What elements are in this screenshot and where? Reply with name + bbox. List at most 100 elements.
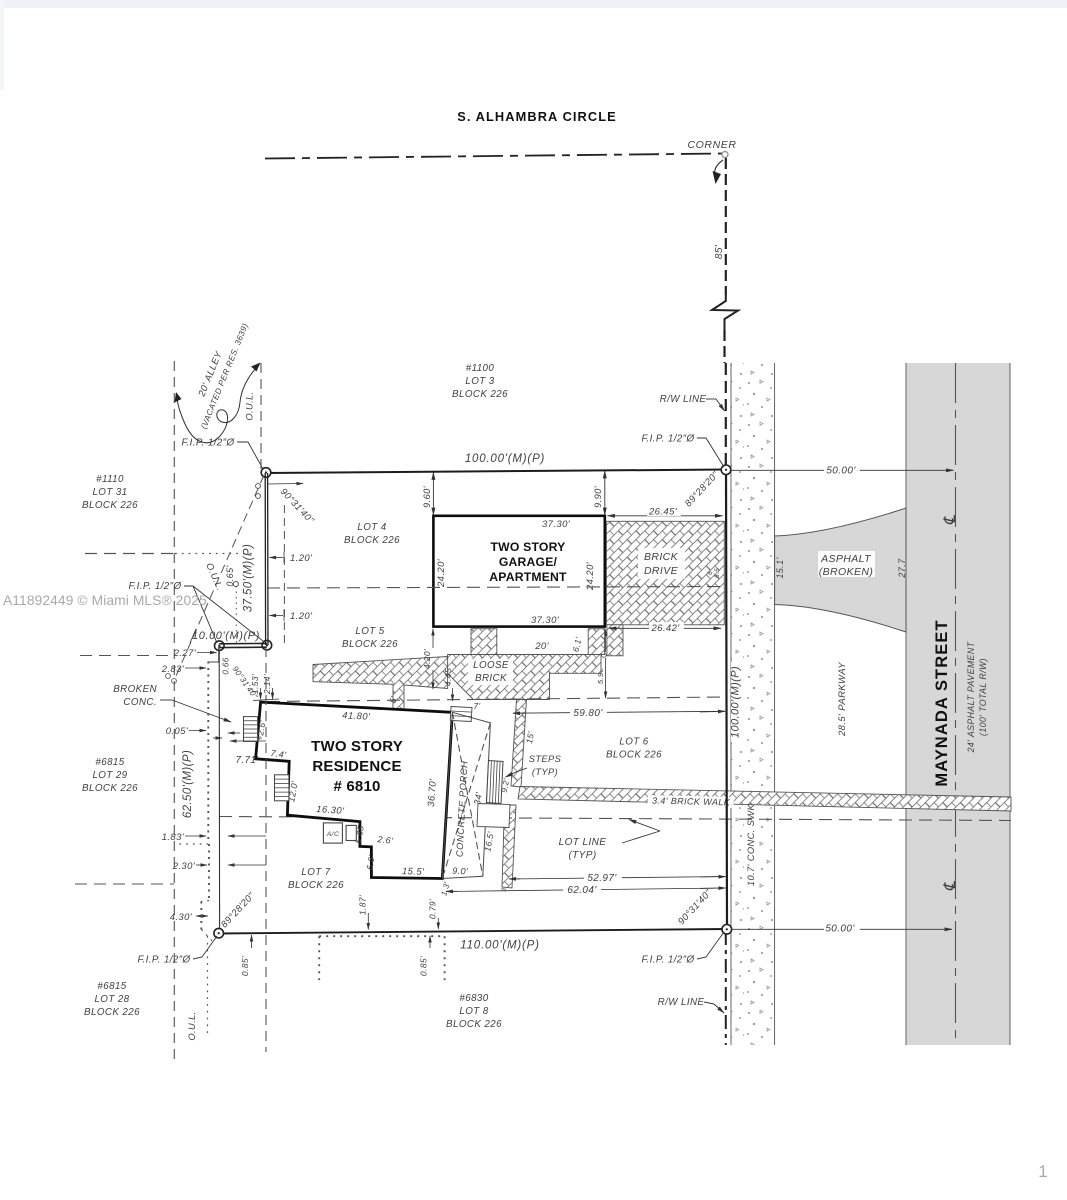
svg-text:LOT 8: LOT 8 [459, 1006, 488, 1017]
svg-text:36.70': 36.70' [426, 778, 439, 807]
svg-text:15': 15' [524, 731, 536, 745]
svg-text:BRICK: BRICK [475, 673, 507, 684]
svg-text:62.04': 62.04' [567, 885, 597, 896]
svg-text:85': 85' [714, 244, 725, 259]
svg-text:LOT LINE: LOT LINE [559, 837, 607, 848]
svg-text:CONC.: CONC. [123, 697, 157, 708]
svg-text:℄: ℄ [942, 880, 959, 891]
svg-text:59.80': 59.80' [573, 708, 603, 719]
svg-text:S. ALHAMBRA CIRCLE: S. ALHAMBRA CIRCLE [457, 109, 617, 124]
svg-text:TWO STORY: TWO STORY [491, 540, 566, 554]
svg-text:BLOCK 226: BLOCK 226 [288, 880, 344, 891]
svg-text:BLOCK 226: BLOCK 226 [446, 1019, 502, 1030]
svg-text:O.U.L.: O.U.L. [245, 391, 255, 420]
svg-text:20': 20' [534, 641, 549, 652]
svg-text:A/C: A/C [326, 831, 340, 838]
svg-text:BLOCK 226: BLOCK 226 [82, 783, 138, 794]
svg-text:24' ASPHALT PAVEMENT: 24' ASPHALT PAVEMENT [966, 641, 976, 753]
svg-text:9.90': 9.90' [593, 485, 603, 508]
svg-text:37.50'(M)(P): 37.50'(M)(P) [243, 544, 255, 612]
svg-text:10.7' CONC. SWK: 10.7' CONC. SWK [746, 804, 756, 887]
svg-text:52.97': 52.97' [587, 873, 617, 884]
svg-text:LOT 29: LOT 29 [92, 770, 127, 781]
svg-text:1.87': 1.87' [358, 895, 368, 915]
svg-text:0.85': 0.85' [240, 956, 250, 976]
svg-text:0.66: 0.66 [222, 657, 231, 674]
svg-text:6.6': 6.6' [364, 854, 376, 871]
svg-text:26.45': 26.45' [648, 507, 678, 518]
svg-text:(BROKEN): (BROKEN) [819, 566, 874, 578]
svg-text:9.0': 9.0' [452, 866, 468, 877]
svg-text:BLOCK 226: BLOCK 226 [606, 750, 662, 761]
svg-text:(TYP): (TYP) [568, 850, 596, 861]
svg-text:BROKEN: BROKEN [113, 684, 157, 695]
svg-text:R/W LINE: R/W LINE [658, 997, 705, 1008]
svg-text:F.I.P. 1/2"Ø: F.I.P. 1/2"Ø [641, 434, 695, 445]
svg-text:0.05': 0.05' [166, 726, 189, 737]
svg-text:TWO STORY: TWO STORY [311, 738, 403, 755]
svg-text:41.80': 41.80' [342, 710, 371, 722]
svg-text:# 6810: # 6810 [333, 778, 380, 795]
svg-text:BLOCK 226: BLOCK 226 [82, 500, 138, 511]
svg-text:10.00'(M)(P): 10.00'(M)(P) [192, 630, 260, 642]
svg-text:4.45: 4.45 [443, 668, 453, 686]
svg-text:1.53': 1.53' [250, 674, 260, 694]
svg-text:1.20': 1.20' [290, 553, 313, 564]
svg-text:7.4': 7.4' [270, 748, 287, 760]
svg-text:7': 7' [473, 701, 480, 711]
svg-text:50.00': 50.00' [826, 466, 856, 477]
svg-text:#1100: #1100 [466, 363, 495, 374]
svg-text:LOT 28: LOT 28 [94, 994, 129, 1005]
svg-text:O.U.L.: O.U.L. [187, 1011, 197, 1040]
svg-text:110.00'(M)(P): 110.00'(M)(P) [460, 940, 539, 952]
svg-text:3: 3 [501, 887, 509, 892]
svg-text:BLOCK 226: BLOCK 226 [344, 535, 400, 546]
svg-text:LOT 4: LOT 4 [357, 522, 386, 533]
svg-text:9.60': 9.60' [422, 485, 432, 508]
svg-text:15.5': 15.5' [402, 866, 425, 878]
svg-text:16.5': 16.5' [482, 831, 495, 853]
svg-text:BLOCK 226: BLOCK 226 [452, 389, 508, 400]
svg-text:34': 34' [472, 791, 484, 805]
svg-text:27.7: 27.7 [897, 558, 907, 579]
svg-text:7.71': 7.71' [236, 755, 260, 766]
svg-text:LOT 31: LOT 31 [92, 487, 127, 498]
svg-text:26.42': 26.42' [651, 623, 681, 634]
svg-text:#6815: #6815 [95, 757, 124, 768]
svg-text:1.20': 1.20' [290, 611, 313, 622]
svg-text:(100' TOTAL R/W): (100' TOTAL R/W) [978, 658, 988, 736]
svg-text:0.85': 0.85' [419, 956, 429, 976]
svg-text:LOT 5: LOT 5 [355, 626, 384, 637]
svg-text:0.79': 0.79' [427, 899, 437, 919]
svg-text:A11892449 © Miami MLS® 2025: A11892449 © Miami MLS® 2025 [3, 593, 207, 608]
svg-text:GARAGE/: GARAGE/ [499, 555, 558, 569]
svg-text:CORNER: CORNER [687, 139, 736, 151]
svg-text:F.I.P. 1/2"Ø: F.I.P. 1/2"Ø [128, 581, 182, 592]
svg-text:RESIDENCE: RESIDENCE [312, 758, 401, 775]
svg-text:37.30': 37.30' [542, 519, 571, 530]
svg-text:2.30': 2.30' [172, 861, 196, 872]
svg-text:F.I.P. 1/2"Ø: F.I.P. 1/2"Ø [137, 955, 191, 966]
svg-text:(TYP): (TYP) [532, 767, 558, 777]
svg-text:LOOSE: LOOSE [473, 660, 509, 671]
svg-text:5.5: 5.5 [714, 568, 721, 578]
svg-text:5': 5' [388, 695, 399, 704]
svg-text:3.4' BRICK WALK: 3.4' BRICK WALK [652, 796, 731, 808]
svg-text:28.5' PARKWAY: 28.5' PARKWAY [837, 662, 848, 737]
svg-text:62.50'(M)(P): 62.50'(M)(P) [182, 750, 194, 818]
svg-text:#1110: #1110 [96, 474, 124, 485]
svg-text:F.I.P. 1/2"Ø: F.I.P. 1/2"Ø [641, 955, 695, 966]
svg-text:1.3': 1.3' [439, 881, 451, 897]
svg-text:LOT 7: LOT 7 [301, 867, 330, 878]
svg-text:BRICK: BRICK [644, 551, 679, 563]
svg-text:24.20': 24.20' [436, 558, 447, 588]
svg-text:100.00'(M)(P): 100.00'(M)(P) [730, 666, 742, 738]
svg-text:4.30': 4.30' [170, 912, 193, 923]
svg-text:6.1': 6.1' [571, 636, 584, 653]
svg-text:BLOCK 226: BLOCK 226 [342, 639, 398, 650]
svg-text:16.30': 16.30' [316, 804, 345, 817]
svg-text:100.00'(M)(P): 100.00'(M)(P) [465, 453, 545, 465]
svg-text:50.00': 50.00' [825, 924, 855, 935]
svg-text:24.20': 24.20' [585, 561, 596, 591]
svg-text:R/W LINE: R/W LINE [660, 394, 707, 405]
